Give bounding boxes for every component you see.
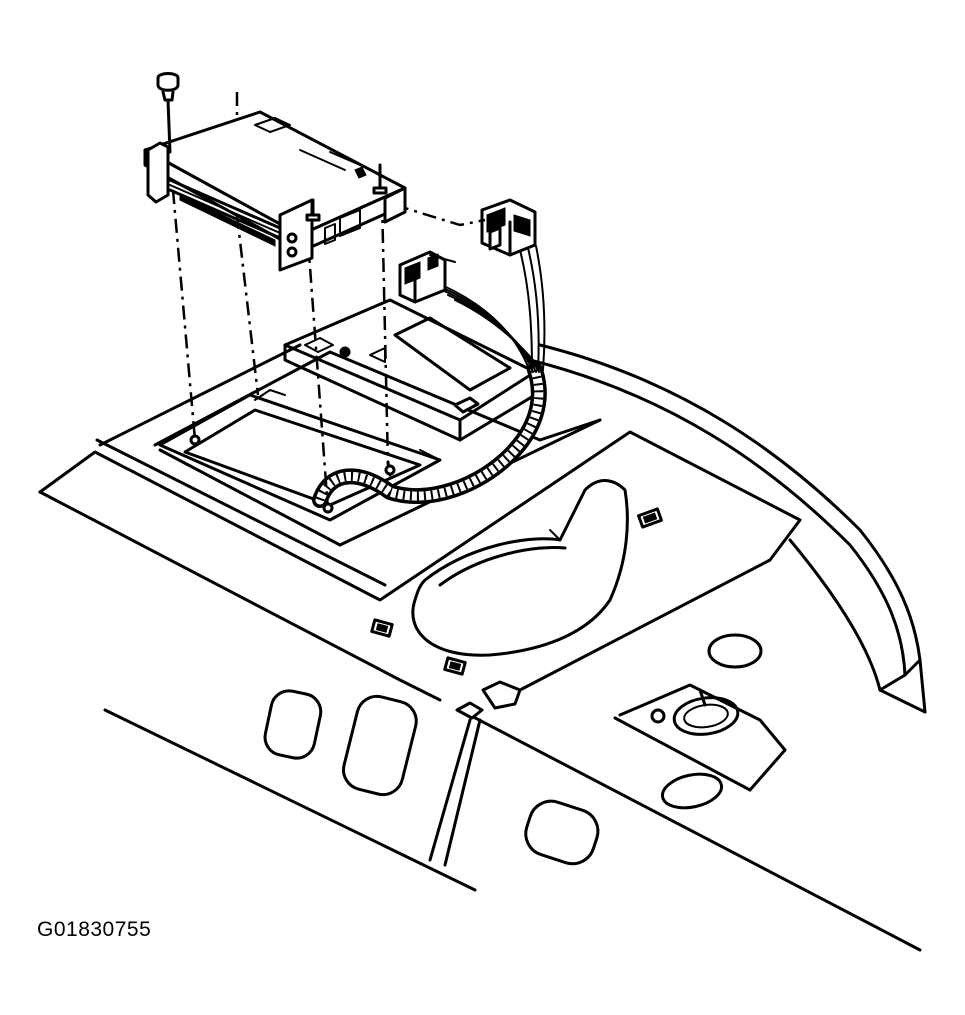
wiring-connector-icon	[398, 250, 456, 304]
floor-tunnel-opening	[411, 479, 629, 657]
floor-panel	[38, 343, 927, 952]
wiring-harness-conduit-icon	[312, 362, 547, 508]
floor-clip	[370, 618, 394, 638]
wiring-connector-icon	[480, 198, 537, 257]
wiring-bundle	[429, 245, 546, 373]
floor-clip	[443, 656, 467, 676]
clip-fastener-icon	[384, 460, 396, 477]
clip-fastener-icon	[322, 502, 334, 514]
clip-fastener-icon	[189, 434, 201, 446]
floor-clip	[637, 507, 663, 529]
screw-fastener-icon	[372, 163, 388, 195]
electronic-module-icon	[143, 110, 407, 272]
figure-code-label: G01830755	[37, 918, 152, 941]
screw-fastener-icon	[305, 198, 321, 222]
floor-plugs	[263, 507, 763, 866]
module-mounting-bracket	[158, 389, 442, 522]
push-pin-fastener-icon	[156, 72, 180, 154]
